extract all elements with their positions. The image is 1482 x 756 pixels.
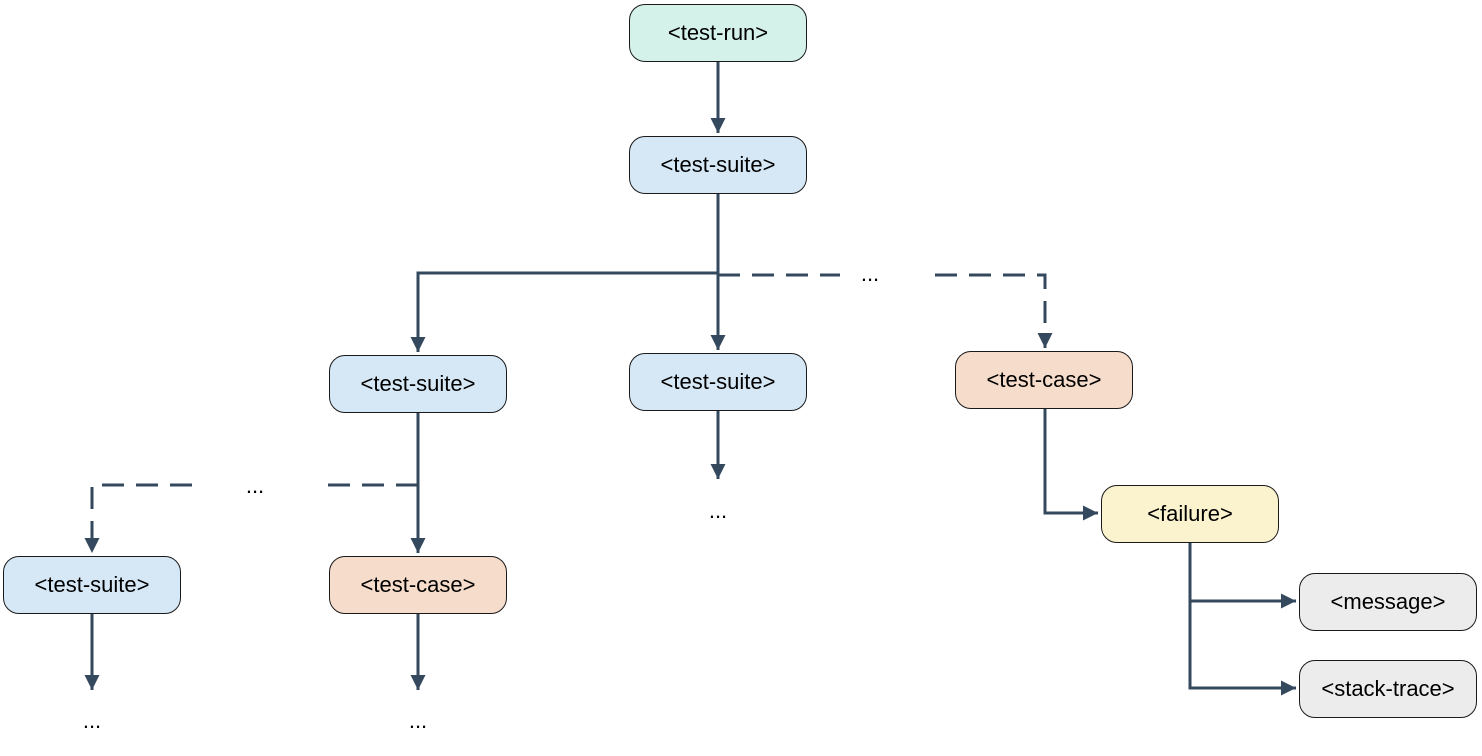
node-test-run: <test-run>: [629, 4, 807, 62]
ellipsis-left-branch: ...: [245, 473, 265, 498]
edge-suite-to-right-case-dashed-b: [935, 273, 1053, 348]
node-test-suite-top: <test-suite>: [629, 136, 807, 194]
ellipsis-mid-continuation: ...: [708, 498, 728, 523]
node-test-suite-left: <test-suite>: [329, 355, 507, 413]
node-test-case-bottom: <test-case>: [329, 556, 507, 614]
ellipsis-top-branch: ...: [860, 261, 880, 286]
edge-case-to-failure: [1043, 408, 1098, 521]
node-message: <message>: [1299, 573, 1477, 631]
node-test-suite-mid: <test-suite>: [629, 353, 807, 411]
edge-suite-to-left-suite: [410, 271, 718, 352]
edge-failure-to-message: [1188, 543, 1296, 609]
node-test-suite-bottom-left: <test-suite>: [3, 556, 181, 614]
node-failure: <failure>: [1101, 485, 1279, 543]
edge-failure-to-stack-trace: [1188, 601, 1296, 696]
node-stack-trace: <stack-trace>: [1299, 660, 1477, 718]
edge-group: [84, 62, 1296, 696]
node-test-case-right: <test-case>: [955, 351, 1133, 409]
ellipsis-bottom-case-continuation: ...: [408, 708, 428, 733]
ellipsis-bottom-left-continuation: ...: [82, 708, 102, 733]
edge-left-suite-to-bottom-suite-dashed-b: [84, 483, 192, 553]
